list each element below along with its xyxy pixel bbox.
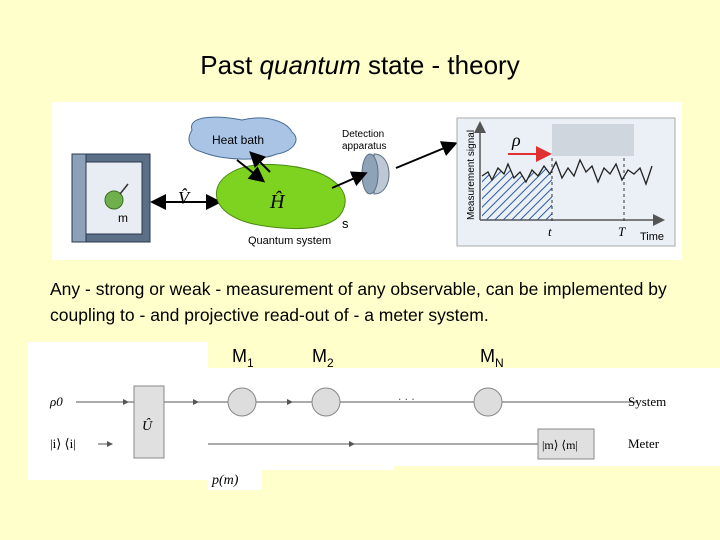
mn-label: MN — [480, 346, 504, 370]
bath-system-arrow — [236, 159, 266, 183]
plot-overlay-box — [552, 124, 634, 156]
circuit-bg-left — [28, 342, 208, 480]
circuit-svg: Û ρ0 |i⟩ ⟨i| . . . M1 M2 MN |m⟩ ⟨m| Syst… — [28, 342, 720, 490]
meter-state-label: |m⟩ ⟨m| — [542, 438, 578, 452]
system-detector-arrow — [331, 171, 368, 189]
signal-trace — [481, 158, 653, 186]
m1-label: M1 — [232, 346, 254, 370]
rho-label: ρ — [511, 130, 521, 150]
safe-box-icon: m — [71, 153, 151, 243]
ellipsis: . . . — [398, 389, 415, 403]
meter-init-label: |i⟩ ⟨i| — [50, 436, 76, 451]
system-label: System — [628, 394, 666, 409]
quantum-system-label: Quantum system — [248, 235, 331, 247]
slide-title: Past quantum state - theory — [0, 50, 720, 81]
unitary-label: Û — [142, 417, 153, 434]
measurement-node-n — [473, 387, 503, 417]
title-text: Past — [200, 50, 260, 80]
T-label: T — [618, 224, 626, 239]
detection-label-1: Detection — [342, 129, 384, 140]
m2-label: M2 — [312, 346, 334, 370]
meter-readout-box — [537, 428, 595, 460]
pm-label: p(m) — [211, 473, 239, 488]
circuit-bg-lower — [208, 452, 393, 470]
pm-bg — [208, 466, 262, 490]
heat-bath-shape — [188, 116, 297, 160]
s-label: s — [342, 216, 349, 231]
meter-label: Meter — [628, 436, 660, 451]
top-figure-svg: m V̂ Heat bath Ĥ Quantum system s Detect… — [71, 116, 676, 247]
title-emphasis: quantum — [259, 50, 361, 80]
rho0-label: ρ0 — [49, 394, 63, 409]
measurement-node-1 — [227, 387, 257, 417]
circuit-bg-main — [208, 368, 720, 466]
unitary-box — [133, 385, 165, 459]
measurement-signal-label: Measurement signal — [466, 130, 477, 220]
h-label: Ĥ — [269, 190, 286, 213]
detector-plot-arrow — [395, 141, 458, 169]
top-figure: m V̂ Heat bath Ĥ Quantum system s Detect… — [52, 102, 682, 260]
detection-label-2: apparatus — [342, 141, 386, 152]
title-text-end: state - theory — [360, 50, 520, 80]
measurement-plot: ρ t T Time Measurement signal — [456, 117, 676, 247]
time-label: Time — [640, 231, 664, 243]
measurement-node-2 — [311, 387, 341, 417]
description-text: Any - strong or weak - measurement of an… — [50, 279, 667, 325]
hatched-region — [482, 164, 552, 220]
bottom-figure: Û ρ0 |i⟩ ⟨i| . . . M1 M2 MN |m⟩ ⟨m| Syst… — [28, 342, 720, 492]
system-bath-arrow — [249, 151, 271, 173]
v-label: V̂ — [178, 188, 191, 208]
m-label: m — [118, 211, 128, 225]
detector-icon — [361, 153, 390, 195]
heat-bath-label: Heat bath — [212, 133, 264, 147]
t-label: t — [548, 224, 552, 239]
